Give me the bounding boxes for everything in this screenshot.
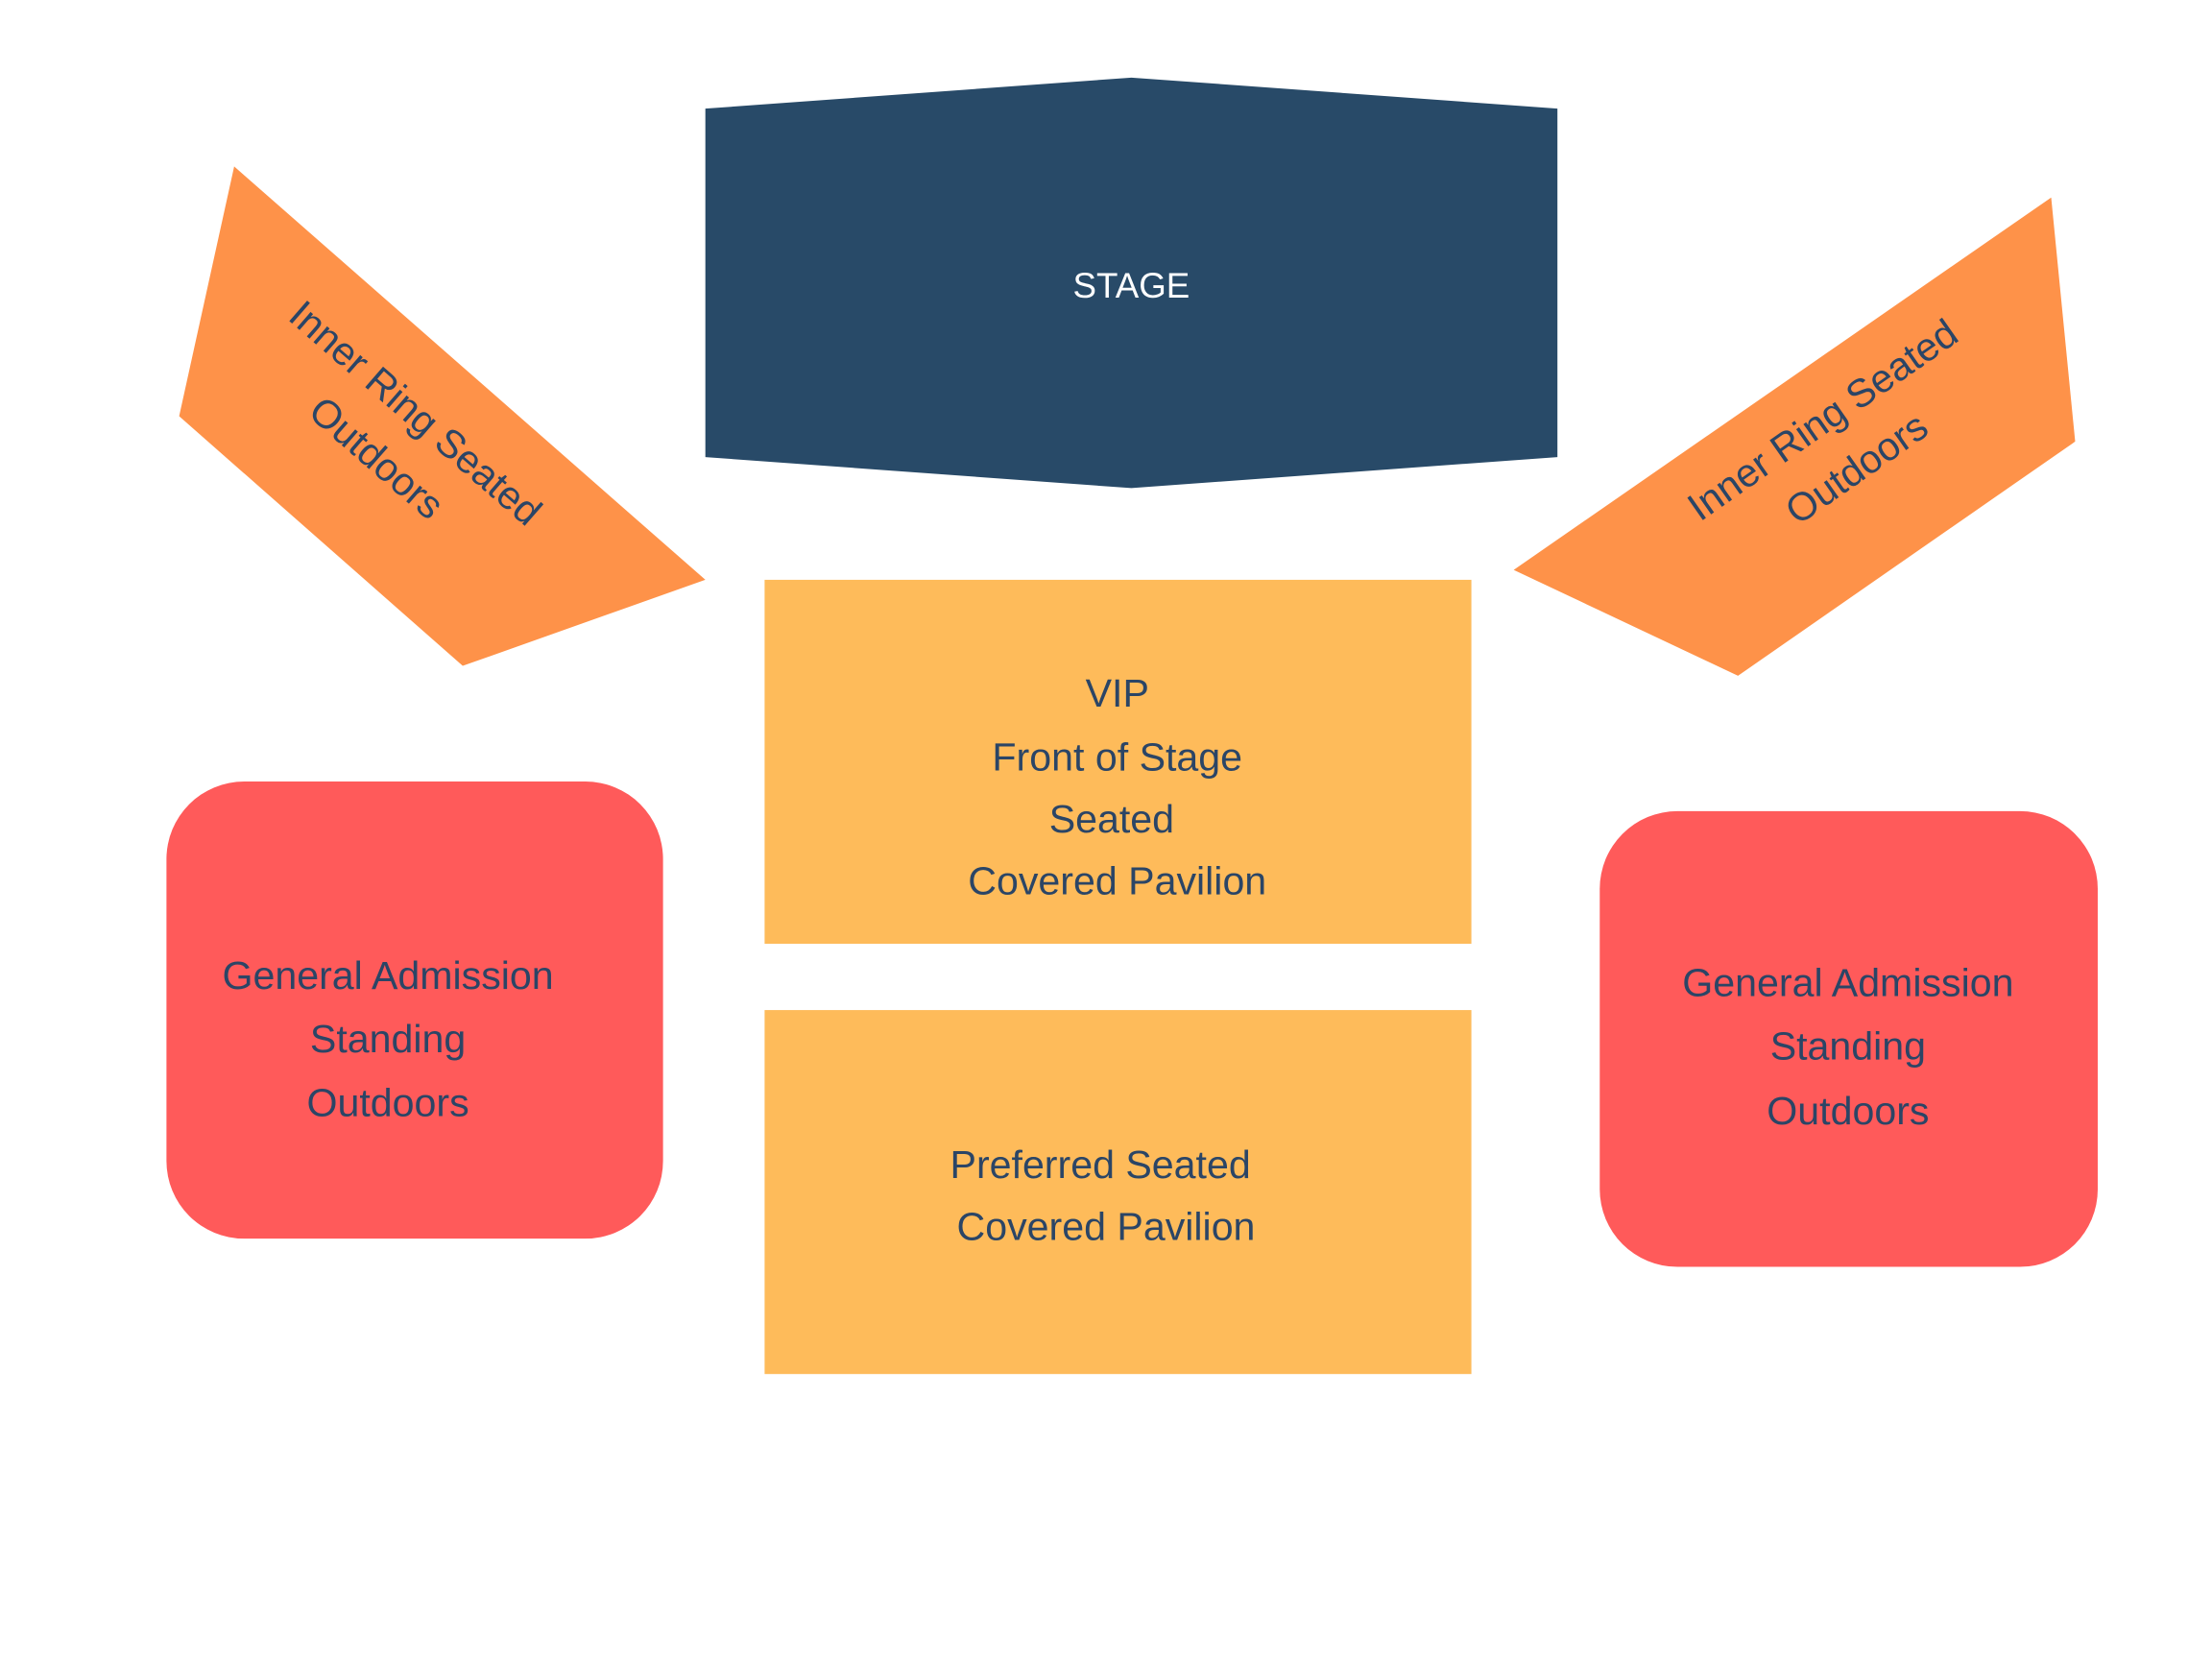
inner-ring-right-shape	[1513, 197, 2076, 676]
preferred-shape	[764, 1010, 1472, 1375]
ga-right-line-3: Outdoors	[1767, 1089, 1929, 1133]
preferred-line-2: Covered Pavilion	[957, 1205, 1256, 1249]
inner-ring-right-section[interactable]: Inner Ring Seated Outdoors	[1513, 197, 2076, 676]
ga-left-line-3: Outdoors	[306, 1080, 469, 1124]
vip-line-4: Covered Pavilion	[968, 859, 1266, 903]
inner-ring-left-shape	[179, 166, 706, 666]
stage-label: STAGE	[1073, 266, 1190, 305]
ga-left-line-2: Standing	[310, 1017, 466, 1061]
vip-section[interactable]: VIP Front of Stage Seated Covered Pavili…	[764, 579, 1472, 945]
general-admission-right-shape	[1599, 810, 2098, 1267]
general-admission-right-section[interactable]: General Admission Standing Outdoors	[1599, 810, 2098, 1267]
ga-right-line-2: Standing	[1770, 1024, 1926, 1069]
ga-right-line-1: General Admission	[1682, 960, 2013, 1004]
stage-shape	[705, 77, 1558, 489]
vip-line-1: VIP	[1086, 671, 1149, 715]
stage-section[interactable]: STAGE	[705, 77, 1558, 489]
inner-ring-left-section[interactable]: Inner Ring Seated Outdoors	[179, 166, 706, 666]
ga-left-line-1: General Admission	[222, 953, 553, 998]
vip-line-3: Seated	[1049, 797, 1174, 841]
preferred-line-1: Preferred Seated	[950, 1142, 1251, 1187]
vip-line-2: Front of Stage	[992, 734, 1242, 779]
general-admission-left-section[interactable]: General Admission Standing Outdoors	[166, 781, 663, 1239]
general-admission-left-shape	[166, 781, 663, 1239]
vip-shape	[764, 579, 1472, 945]
preferred-section[interactable]: Preferred Seated Covered Pavilion	[764, 1010, 1472, 1375]
